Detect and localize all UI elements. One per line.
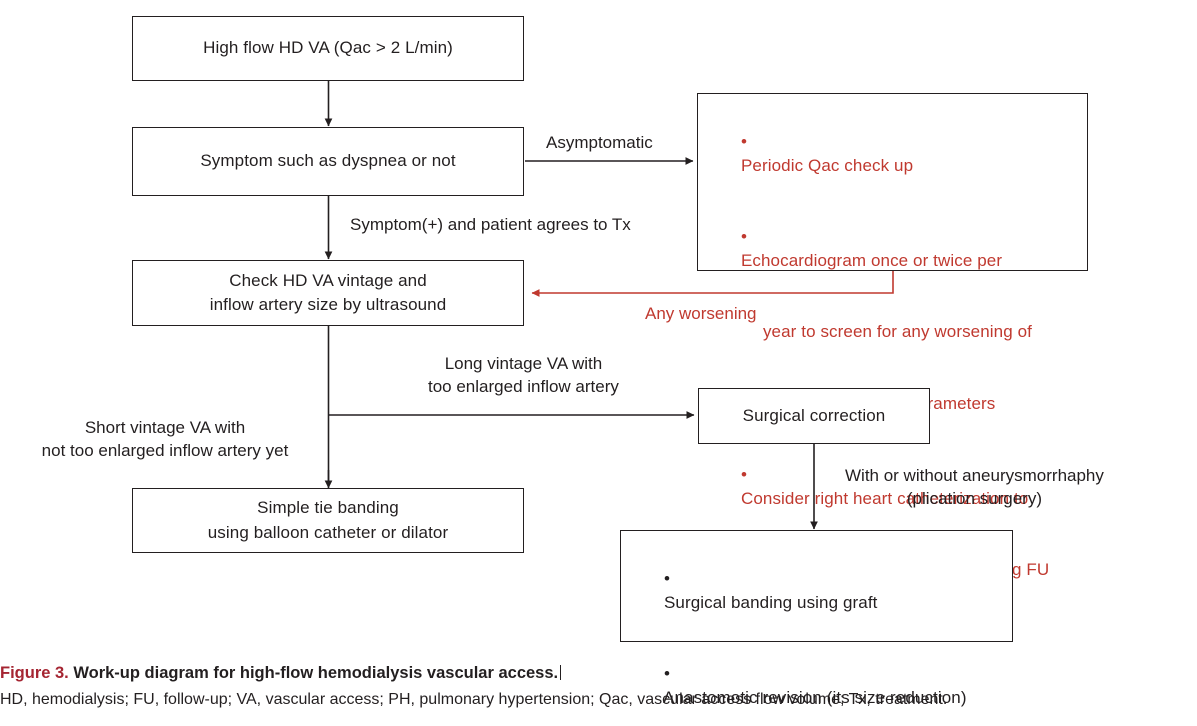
- edge-label-any-worsening: Any worsening: [645, 302, 757, 325]
- node-check-vintage-line2: inflow artery size by ultrasound: [209, 295, 447, 314]
- edge-label-short-vintage: Short vintage VA with not too enlarged i…: [20, 416, 310, 463]
- text-cursor: [560, 665, 562, 680]
- node-surgical-options: • Surgical banding using graft • Anastom…: [620, 530, 1013, 707]
- edge-label-aneurysmorrhaphy: With or without aneurysmorrhaphy (plicat…: [845, 464, 1104, 511]
- bullet-line: • Periodic Qac check up: [712, 106, 1073, 201]
- bullet-marker: •: [663, 663, 676, 683]
- edge-label-short-vintage-line2: not too enlarged inflow artery yet: [41, 441, 289, 461]
- bullet-line: • Consider right heart catheterization t…: [712, 439, 1073, 534]
- bullet-text: Anastomotic revision (its size reduction…: [663, 687, 967, 707]
- caption-figure-number: Figure 3.: [0, 664, 69, 682]
- node-simple-tie-banding: Simple tie banding using balloon cathete…: [132, 488, 524, 553]
- bullet-text: year to screen for any worsening of: [762, 322, 1032, 342]
- node-surgical-correction-label: Surgical correction: [742, 405, 886, 425]
- bullet-marker: •: [740, 226, 753, 246]
- node-symptom-label: Symptom such as dyspnea or not: [200, 151, 456, 171]
- edge-label-symptom-positive-text: Symptom(+) and patient agrees to Tx: [350, 215, 631, 234]
- node-simple-tie-line2: using balloon catheter or dilator: [207, 522, 449, 542]
- diagram-connectors: [324, 81, 894, 530]
- edge-label-aneurysmorrhaphy-line2: (plication surgery): [906, 489, 1042, 509]
- caption-title-text: Work-up diagram for high-flow hemodialys…: [73, 664, 559, 682]
- edge-label-long-vintage: Long vintage VA with too enlarged inflow…: [428, 352, 619, 399]
- connector-any-worsening-feedback: [531, 271, 894, 297]
- figure-caption: Figure 3. Work-up diagram for high-flow …: [0, 662, 1197, 711]
- edge-label-symptom-positive: Symptom(+) and patient agrees to Tx: [350, 213, 631, 236]
- node-check-vintage-line1: Check HD VA vintage and: [229, 270, 427, 290]
- node-asymptomatic-plan: • Periodic Qac check up • Echocardiogram…: [697, 93, 1088, 579]
- bullet-text: Consider right heart catheterization to: [740, 488, 1029, 508]
- bullet-text: Surgical banding using graft: [663, 592, 878, 612]
- node-high-flow-label: High flow HD VA (Qac > 2 L/min): [203, 38, 453, 58]
- bullet-text: Periodic Qac check up: [740, 155, 914, 175]
- bullet-marker: •: [663, 568, 676, 588]
- edge-label-any-worsening-text: Any worsening: [645, 304, 757, 323]
- caption-title-line: Figure 3. Work-up diagram for high-flow …: [0, 662, 1197, 684]
- node-simple-tie-line1: Simple tie banding: [257, 498, 399, 518]
- node-check-hd-va-vintage: Check HD VA vintage and inflow artery si…: [132, 260, 524, 326]
- bullet-line: • Surgical banding using graft: [635, 543, 998, 638]
- edge-label-short-vintage-line1: Short vintage VA with: [84, 418, 246, 437]
- edge-label-aneurysmorrhaphy-line1: With or without aneurysmorrhaphy: [845, 466, 1104, 485]
- edge-label-long-vintage-line1: Long vintage VA with: [444, 354, 603, 373]
- node-surgical-correction: Surgical correction: [698, 388, 930, 444]
- caption-abbreviations: HD, hemodialysis; FU, follow-up; VA, vas…: [0, 691, 948, 709]
- edge-label-long-vintage-line2: too enlarged inflow artery: [428, 377, 619, 397]
- edge-label-asymptomatic-text: Asymptomatic: [546, 133, 653, 152]
- bullet-line: year to screen for any worsening of: [712, 296, 1073, 367]
- bullet-text: Echocardiogram once or twice per: [740, 250, 1003, 270]
- bullet-marker: •: [740, 131, 753, 151]
- bullet-line: • Anastomotic revision (its size reducti…: [635, 638, 998, 726]
- node-high-flow-hd-va: High flow HD VA (Qac > 2 L/min): [132, 16, 524, 81]
- node-symptom-check: Symptom such as dyspnea or not: [132, 127, 524, 196]
- bullet-line: • Echocardiogram once or twice per: [712, 201, 1073, 296]
- bullet-marker: •: [740, 464, 753, 484]
- edge-label-asymptomatic: Asymptomatic: [546, 131, 653, 154]
